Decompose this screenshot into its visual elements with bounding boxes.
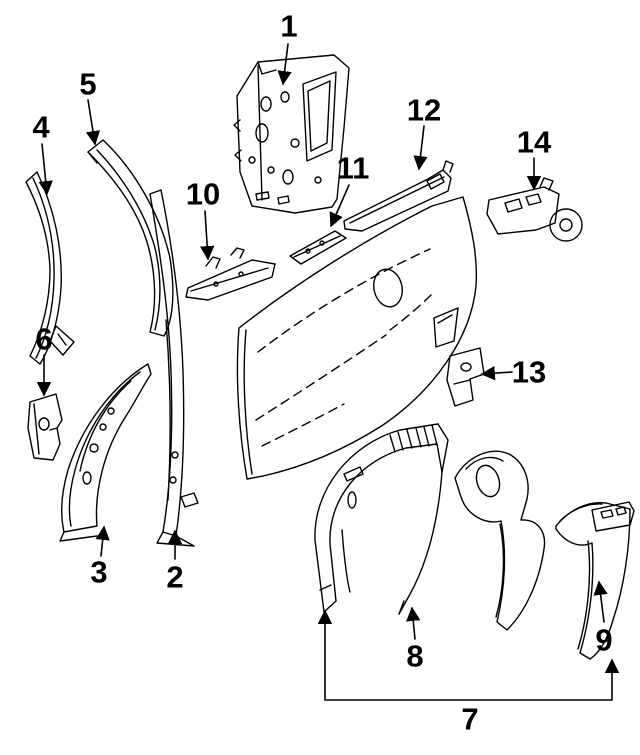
part-14-hook-bracket [486, 177, 583, 242]
part-5-pillar-strip [87, 139, 174, 337]
part-3-arch-panel [59, 363, 152, 542]
part-13-bracket [446, 347, 485, 407]
callout-9: 9 [595, 622, 613, 658]
part-4-pillar-strip [25, 171, 75, 365]
callout-3: 3 [90, 554, 108, 590]
callout-10: 10 [185, 176, 221, 212]
part-11-strip [289, 230, 347, 265]
callout-4: 4 [32, 109, 50, 145]
part-1-inner-panel [233, 54, 350, 214]
part-12-rail-strip [343, 160, 454, 232]
part-10-rocker-piece [185, 247, 276, 301]
part-6-bracket [27, 393, 63, 461]
callout-8: 8 [406, 638, 424, 674]
part-7-wheelhouse [314, 423, 449, 615]
callout-6: 6 [35, 321, 53, 357]
callout-11: 11 [336, 150, 370, 186]
callout-arrows [36, 43, 620, 701]
part-8-inner-panel [454, 450, 546, 631]
callout-5: 5 [79, 66, 97, 102]
quarter-panel-outline [236, 196, 478, 480]
callout-2: 2 [166, 559, 184, 595]
callout-1: 1 [280, 8, 298, 44]
callout-13: 13 [511, 354, 547, 390]
callout-14: 14 [516, 124, 552, 160]
callout-7: 7 [461, 701, 479, 737]
part-2-pillar-panel [149, 189, 199, 547]
callout-12: 12 [406, 92, 442, 128]
